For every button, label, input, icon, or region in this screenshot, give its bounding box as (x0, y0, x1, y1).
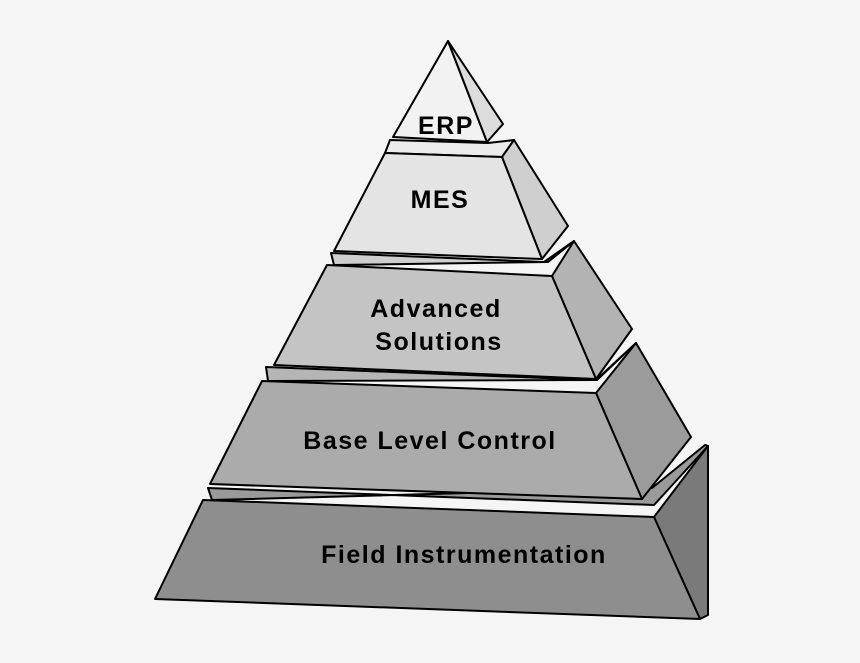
field-instrumentation-front (154, 499, 701, 620)
field-instrumentation-label: Field Instrumentation (321, 541, 607, 569)
erp-side (447, 40, 504, 143)
advanced-solutions-label-line2: Solutions (375, 328, 502, 356)
mes-label: MES (411, 186, 470, 214)
base-level-control-top (265, 342, 637, 382)
advanced-solutions-label: Advanced (370, 295, 501, 323)
erp-label: ERP (418, 112, 474, 140)
advanced-solutions-top (330, 240, 575, 266)
level-base-level-control: Base Level Control (209, 342, 692, 500)
mes-front (333, 152, 543, 260)
advanced-solutions-front (273, 264, 597, 380)
base-level-control-label: Base Level Control (303, 427, 556, 455)
level-erp: ERP (392, 40, 504, 143)
level-mes: MES (333, 139, 569, 260)
base-level-control-front (209, 380, 643, 500)
level-advanced-solutions: Advanced Solutions (273, 240, 633, 380)
